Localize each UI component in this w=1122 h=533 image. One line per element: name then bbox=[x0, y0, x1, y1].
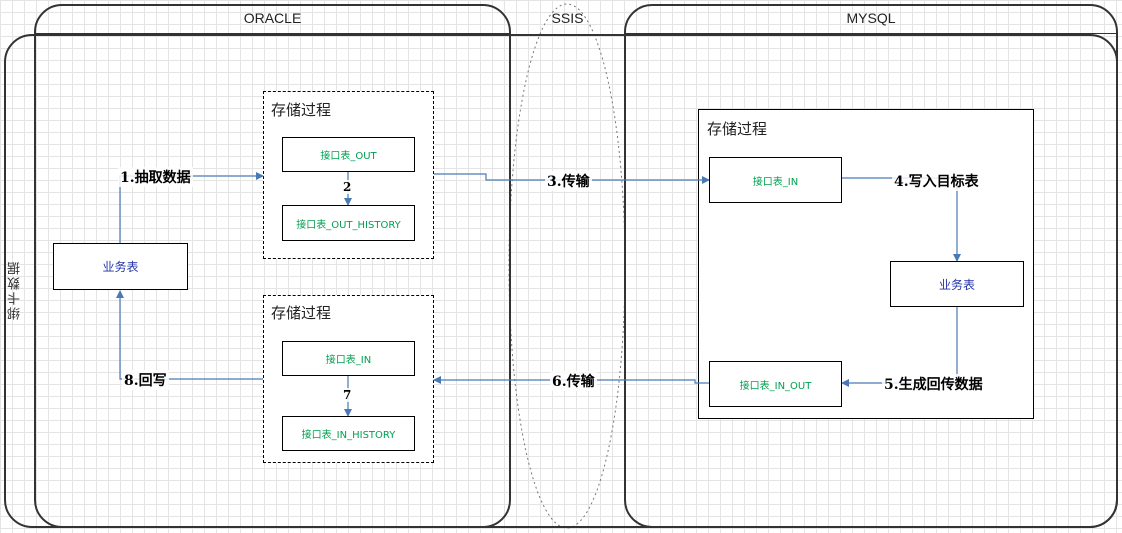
node-in-history[interactable]: 接口表_IN_HISTORY bbox=[282, 416, 415, 451]
edge-8-line bbox=[116, 290, 263, 380]
edge-2-label: 2 bbox=[342, 180, 353, 194]
node-oracle-business-table[interactable]: 业务表 bbox=[53, 243, 188, 290]
edge-6-label: 6.传输 bbox=[550, 371, 597, 391]
lane-oracle-divider bbox=[35, 33, 510, 34]
lane-oracle-title: ORACLE bbox=[243, 10, 302, 26]
edge-5-label: 5.生成回传数据 bbox=[882, 374, 985, 394]
node-out-history[interactable]: 接口表_OUT_HISTORY bbox=[282, 205, 415, 241]
edge-5-line bbox=[841, 306, 958, 387]
edge-8-label: 8.回写 bbox=[122, 370, 169, 390]
group-oracle-out-title: 存储过程 bbox=[271, 101, 332, 119]
lane-ssis-title: SSIS bbox=[551, 10, 584, 26]
edge-1-label: 1.抽取数据 bbox=[118, 167, 193, 187]
node-out[interactable]: 接口表_OUT bbox=[282, 137, 415, 172]
edge-7-label: 7 bbox=[342, 388, 353, 402]
edge-3-line bbox=[434, 173, 710, 184]
node-mysql-business-table[interactable]: 业务表 bbox=[890, 261, 1024, 307]
edge-4-label: 4.写入目标表 bbox=[892, 171, 981, 191]
lane-mysql bbox=[624, 4, 1118, 528]
node-mysql-in-out[interactable]: 接口表_IN_OUT bbox=[709, 361, 842, 407]
lane-mysql-title: MYSQL bbox=[846, 10, 896, 26]
group-oracle-in-title: 存储过程 bbox=[271, 304, 332, 322]
lane-oracle bbox=[34, 4, 511, 528]
group-mysql-title: 存储过程 bbox=[707, 120, 768, 138]
node-mysql-in[interactable]: 接口表_IN bbox=[709, 157, 842, 203]
edge-3-label: 3.传输 bbox=[545, 171, 592, 191]
lane-mysql-divider bbox=[625, 33, 1117, 34]
node-in[interactable]: 接口表_IN bbox=[282, 341, 415, 376]
